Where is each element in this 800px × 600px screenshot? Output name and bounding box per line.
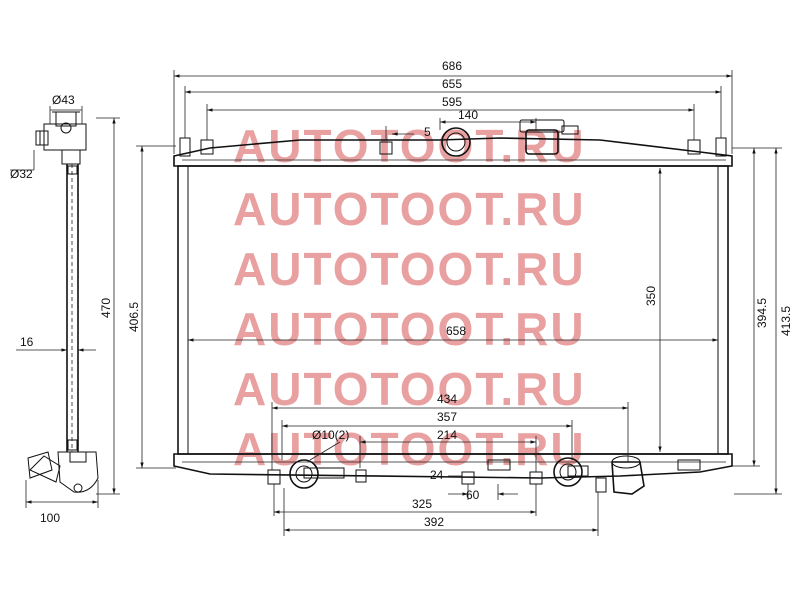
side-bottom-outlet xyxy=(27,451,99,493)
dim-width-595: 595 xyxy=(442,95,462,109)
dim-core-height: 350 xyxy=(644,286,658,306)
dim-bottom-434: 434 xyxy=(437,392,457,406)
watermark-text: AUTOTOOT.RU xyxy=(233,183,586,235)
dim-bottom-325: 325 xyxy=(412,497,432,511)
watermark-text: AUTOTOOT.RU xyxy=(233,243,586,295)
dim-side-thickness: 16 xyxy=(20,335,34,349)
dim-cap-offset: 140 xyxy=(458,108,478,122)
dim-right-height-a: 394.5 xyxy=(755,298,769,328)
front-view: 686 655 595 140 5 658 350 406.5 394.5 xyxy=(127,59,793,536)
watermark-group: AUTOTOOT.RU AUTOTOOT.RU AUTOTOOT.RU AUTO… xyxy=(233,120,586,475)
watermark-text: AUTOTOOT.RU xyxy=(233,303,586,355)
dim-side-depth: 100 xyxy=(40,511,60,525)
dim-bottom-392: 392 xyxy=(424,515,444,529)
dim-side-dia-top: Ø43 xyxy=(52,93,75,107)
side-filler-neck xyxy=(35,111,87,165)
dim-right-height-b: 413.5 xyxy=(779,306,793,336)
dim-outlet-dia: Ø10(2) xyxy=(312,428,349,442)
dim-width-655: 655 xyxy=(442,77,462,91)
dim-bottom-357: 357 xyxy=(437,410,457,424)
watermark-text: AUTOTOOT.RU xyxy=(233,363,586,415)
dim-side-dia-inlet: Ø32 xyxy=(10,167,33,181)
side-view: Ø43 Ø32 16 470 100 xyxy=(10,93,120,525)
dim-core-width: 658 xyxy=(446,324,466,338)
dim-left-height: 406.5 xyxy=(127,302,141,332)
watermark-text: AUTOTOOT.RU xyxy=(233,120,586,172)
dim-bottom-214: 214 xyxy=(437,428,457,442)
watermark-text: AUTOTOOT.RU xyxy=(233,423,586,475)
dim-small-gap: 5 xyxy=(424,125,431,139)
dim-bottom-24: 24 xyxy=(430,468,444,482)
dim-overall-width: 686 xyxy=(442,59,462,73)
dim-bottom-60: 60 xyxy=(466,488,480,502)
side-core xyxy=(66,164,79,452)
dim-side-height: 470 xyxy=(99,298,113,318)
